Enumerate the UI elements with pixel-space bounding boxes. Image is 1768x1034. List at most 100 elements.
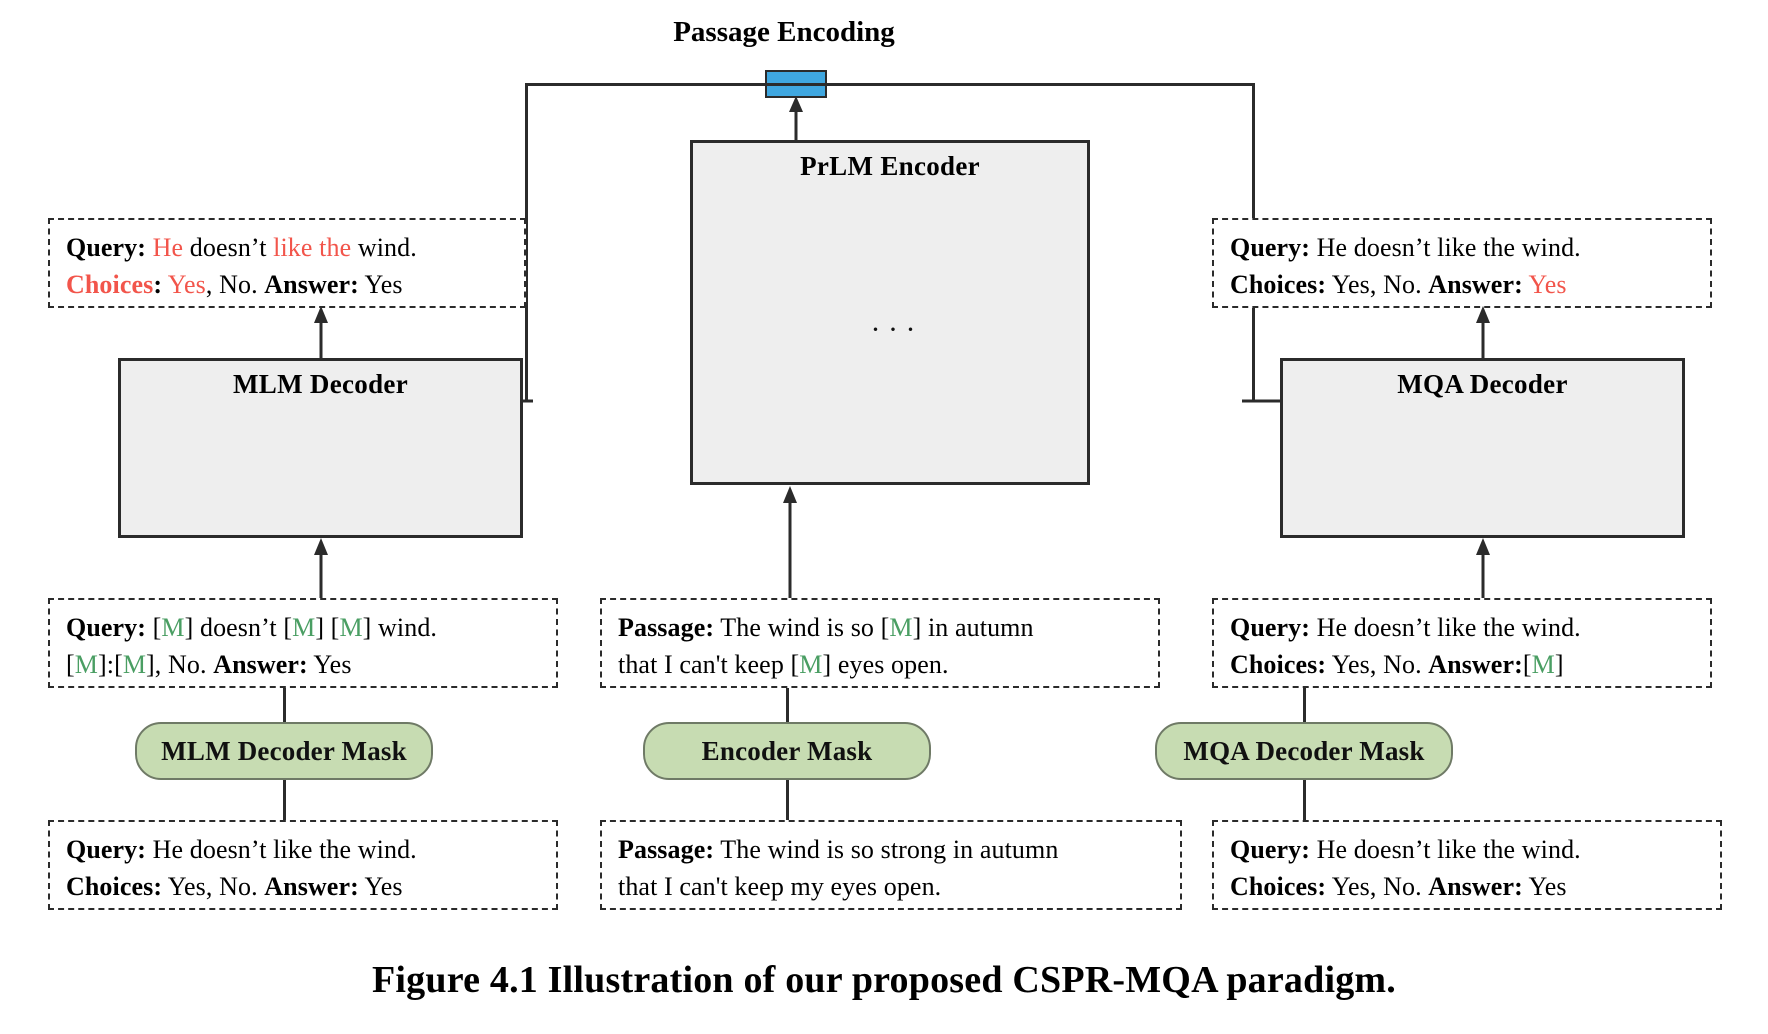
text-run: Answer:	[264, 269, 359, 299]
text-run: ], No.	[146, 649, 214, 679]
text-run: Query:	[1230, 233, 1311, 262]
arrow-mlm-decoder-to-output	[314, 306, 328, 360]
text-run: Query:	[1230, 613, 1311, 642]
mqa-decoder-mask-button[interactable]: MQA Decoder Mask	[1155, 722, 1453, 780]
text-run: He doesn’t like the wind.	[1310, 835, 1581, 864]
arrow-mlm-masked-to-decoder	[314, 538, 328, 598]
arrow-mqa-masked-to-decoder	[1476, 538, 1490, 598]
text-run: :	[153, 269, 163, 299]
text-run: doesn’t	[183, 233, 274, 262]
text-run: Yes	[162, 269, 206, 299]
text-run: Yes	[307, 649, 352, 679]
text-run: ] wind.	[362, 613, 438, 642]
text-run: Choices:	[1230, 649, 1327, 679]
text-run: Yes	[1522, 871, 1567, 901]
text-run: The wind is so strong in autumn	[714, 835, 1059, 864]
stem-encoder-raw-up	[786, 780, 789, 820]
text-run: M	[292, 613, 316, 642]
text-run: like the	[273, 233, 352, 262]
text-run: that I can't keep my eyes open.	[618, 871, 942, 901]
text-run: Yes	[358, 871, 403, 901]
mqa-decoder-node-grid	[1283, 361, 1688, 541]
text-run: M	[799, 649, 823, 679]
mlm-raw-line-1: Query: He doesn’t like the wind.	[66, 832, 542, 869]
encoder-ellipsis: · · ·	[870, 313, 916, 346]
passage-raw-input-box: Passage: The wind is so strong in autumn…	[600, 820, 1182, 910]
mlm-masked-input-box: Query: [M] doesn’t [M] [M] wind. [M]:[M]…	[48, 598, 558, 688]
text-run: Query:	[66, 233, 147, 262]
mqa-raw-line-2: Choices: Yes, No. Answer: Yes	[1230, 869, 1706, 906]
text-run: [	[1522, 649, 1532, 679]
encoding-bus-line	[525, 83, 1255, 86]
text-run: Passage:	[618, 835, 715, 864]
mqa-decoder-mask-label: MQA Decoder Mask	[1183, 735, 1425, 766]
prlm-encoder-title: PrLM Encoder	[800, 151, 980, 181]
stem-encoder-mask-up	[786, 688, 789, 722]
text-run: Choices:	[1230, 269, 1327, 299]
text-run: ] doesn’t [	[184, 613, 293, 642]
passage-raw-line-1: Passage: The wind is so strong in autumn	[618, 832, 1166, 869]
text-run: M	[339, 613, 363, 642]
text-run: Yes	[1528, 269, 1567, 299]
passage-encoding-label: Passage Encoding	[673, 16, 895, 48]
text-run: Yes, No.	[1326, 871, 1429, 901]
mlm-masked-line-2: [M]:[M], No. Answer: Yes	[66, 647, 542, 684]
encoder-mask-label: Encoder Mask	[701, 735, 873, 766]
text-run: Yes, No.	[162, 871, 265, 901]
text-run: Query:	[66, 835, 147, 864]
text-run: M	[74, 649, 98, 679]
mqa-raw-line-1: Query: He doesn’t like the wind.	[1230, 832, 1706, 869]
prlm-encoder-panel: PrLM Encoder · · ·	[690, 140, 1090, 485]
text-run: ]:[	[97, 649, 123, 679]
mlm-decoder-panel: MLM Decoder	[118, 358, 523, 538]
passage-masked-line-2: that I can't keep [M] eyes open.	[618, 647, 1144, 684]
mlm-raw-input-box: Query: He doesn’t like the wind. Choices…	[48, 820, 558, 910]
arrow-passage-masked-to-encoder	[783, 486, 797, 598]
encoder-mask-button[interactable]: Encoder Mask	[643, 722, 931, 780]
text-run: He	[152, 233, 184, 262]
stem-mqa-raw-up	[1303, 780, 1306, 820]
text-run: The wind is so [	[714, 613, 890, 642]
text-run: Choices	[66, 269, 154, 299]
text-run: Passage:	[618, 613, 715, 642]
mqa-output-line-1: Query: He doesn’t like the wind.	[1230, 230, 1696, 267]
mqa-raw-input-box: Query: He doesn’t like the wind. Choices…	[1212, 820, 1722, 910]
mlm-decoder-mask-button[interactable]: MLM Decoder Mask	[135, 722, 433, 780]
text-run: Query:	[1230, 835, 1311, 864]
text-run: Answer:	[1428, 871, 1523, 901]
mlm-decoder-node-grid	[121, 361, 526, 541]
text-run: Yes, No.	[1326, 649, 1429, 679]
mlm-output-line-1: Query: He doesn’t like the wind.	[66, 230, 510, 267]
arrow-mqa-decoder-to-output	[1476, 306, 1490, 360]
text-run: Choices:	[66, 871, 163, 901]
stem-mlm-mask-up	[283, 688, 286, 722]
text-run: Yes	[358, 269, 403, 299]
text-run: [	[146, 613, 162, 642]
text-run: ]	[1554, 649, 1564, 679]
passage-masked-input-box: Passage: The wind is so [M] in autumn th…	[600, 598, 1160, 688]
mqa-output-line-2: Choices: Yes, No. Answer: Yes	[1230, 267, 1696, 304]
mlm-decoder-mask-label: MLM Decoder Mask	[161, 735, 407, 766]
encoding-bus-left-drop	[525, 83, 528, 401]
mlm-output-box: Query: He doesn’t like the wind. Choices…	[48, 218, 526, 308]
passage-masked-line-1: Passage: The wind is so [M] in autumn	[618, 610, 1144, 647]
mqa-masked-line-2: Choices: Yes, No. Answer:[M]	[1230, 647, 1696, 684]
text-run: Answer:	[213, 649, 308, 679]
text-run: Answer:	[1428, 649, 1523, 679]
stem-mlm-raw-up	[283, 780, 286, 820]
text-run: wind.	[351, 233, 417, 262]
text-run: Answer:	[264, 871, 359, 901]
stem-mqa-mask-up	[1303, 688, 1306, 722]
text-run: Yes, No.	[1326, 269, 1429, 299]
mlm-output-line-2: Choices: Yes, No. Answer: Yes	[66, 267, 510, 304]
mqa-decoder-panel: MQA Decoder	[1280, 358, 1685, 538]
text-run: , No.	[205, 269, 265, 299]
text-run	[146, 233, 153, 262]
text-run: [	[66, 649, 75, 679]
text-run: ] [	[315, 613, 340, 642]
text-run: He doesn’t like the wind.	[1310, 613, 1581, 642]
mqa-masked-line-1: Query: He doesn’t like the wind.	[1230, 610, 1696, 647]
text-run: Choices:	[1230, 871, 1327, 901]
text-run: M	[889, 613, 913, 642]
